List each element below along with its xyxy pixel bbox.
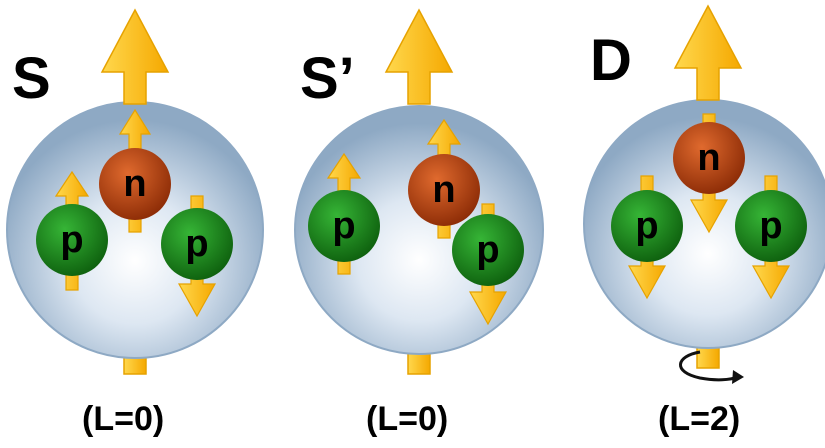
proton-label: p	[60, 219, 83, 261]
angular-momentum-label: (L=0)	[366, 400, 448, 438]
angular-momentum-label: (L=0)	[82, 400, 164, 438]
neutron-label: n	[697, 137, 720, 179]
proton	[36, 204, 108, 276]
neutron-label: n	[432, 169, 455, 211]
neutron-label: n	[123, 163, 146, 205]
proton-label: p	[476, 229, 499, 271]
proton-label: p	[332, 205, 355, 247]
total-spin-up-arrow	[673, 4, 743, 101]
proton	[452, 214, 524, 286]
proton	[735, 190, 807, 262]
neutron	[673, 122, 745, 194]
total-spin-up-arrow	[100, 8, 170, 105]
proton	[611, 190, 683, 262]
state-label: D	[590, 28, 632, 93]
neutron	[99, 148, 171, 220]
angular-momentum-label: (L=2)	[658, 400, 740, 438]
state-label: S	[12, 46, 51, 111]
proton-label: p	[635, 205, 658, 247]
state-label: S’	[300, 46, 355, 111]
proton-label: p	[185, 223, 208, 265]
panel-d: D n p p (L=2)	[583, 4, 825, 438]
proton	[161, 208, 233, 280]
proton-label: p	[759, 205, 782, 247]
panel-s-prime: S’ n p p (L=0)	[294, 8, 544, 438]
orbital-rotation-icon	[679, 350, 744, 384]
panel-s: S n p p (L=0)	[6, 8, 264, 438]
neutron	[408, 154, 480, 226]
proton	[308, 190, 380, 262]
total-spin-up-arrow	[384, 8, 454, 105]
